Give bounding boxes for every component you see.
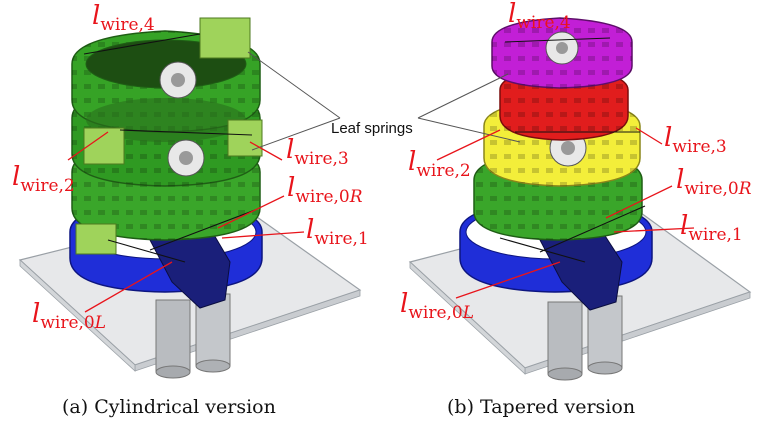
- caption-tapered: (b) Tapered version: [447, 396, 636, 418]
- label-l-wire-0L: lwire,0L: [32, 299, 106, 333]
- label-r-wire-1: lwire,1: [680, 211, 743, 245]
- leaf-springs-label: Leaf springs: [331, 120, 413, 137]
- label-l-wire-3: lwire,3: [286, 135, 349, 169]
- label-l-wire-4: lwire,4: [92, 1, 155, 35]
- left-wire-labels: lwire,4 lwire,3 lwire,2 lwire,0R lwire,1…: [12, 1, 369, 333]
- wires: [83, 33, 256, 263]
- label-l-wire-2: lwire,2: [12, 162, 75, 196]
- label-l-wire-1: lwire,1: [306, 215, 369, 249]
- caption-cylindrical: (a) Cylindrical version: [62, 396, 276, 418]
- wires: [499, 37, 646, 263]
- gear-module: [159, 61, 205, 177]
- label-r-wire-0L: lwire,0L: [400, 289, 474, 323]
- label-leaders: [67, 127, 695, 313]
- label-r-wire-2: lwire,2: [408, 147, 471, 181]
- label-r-wire-3: lwire,3: [664, 123, 727, 157]
- tapered-robot-illustration: [408, 17, 752, 381]
- label-l-wire-0R: lwire,0R: [287, 173, 363, 207]
- leaf-springs-callout: Leaf springs: [247, 51, 521, 151]
- label-r-wire-0R: lwire,0R: [676, 165, 752, 199]
- label-r-wire-4: lwire,4: [508, 0, 571, 33]
- cylindrical-robot-illustration: [18, 17, 362, 379]
- right-wire-labels: lwire,4 lwire,3 lwire,2 lwire,0R lwire,1…: [400, 0, 752, 323]
